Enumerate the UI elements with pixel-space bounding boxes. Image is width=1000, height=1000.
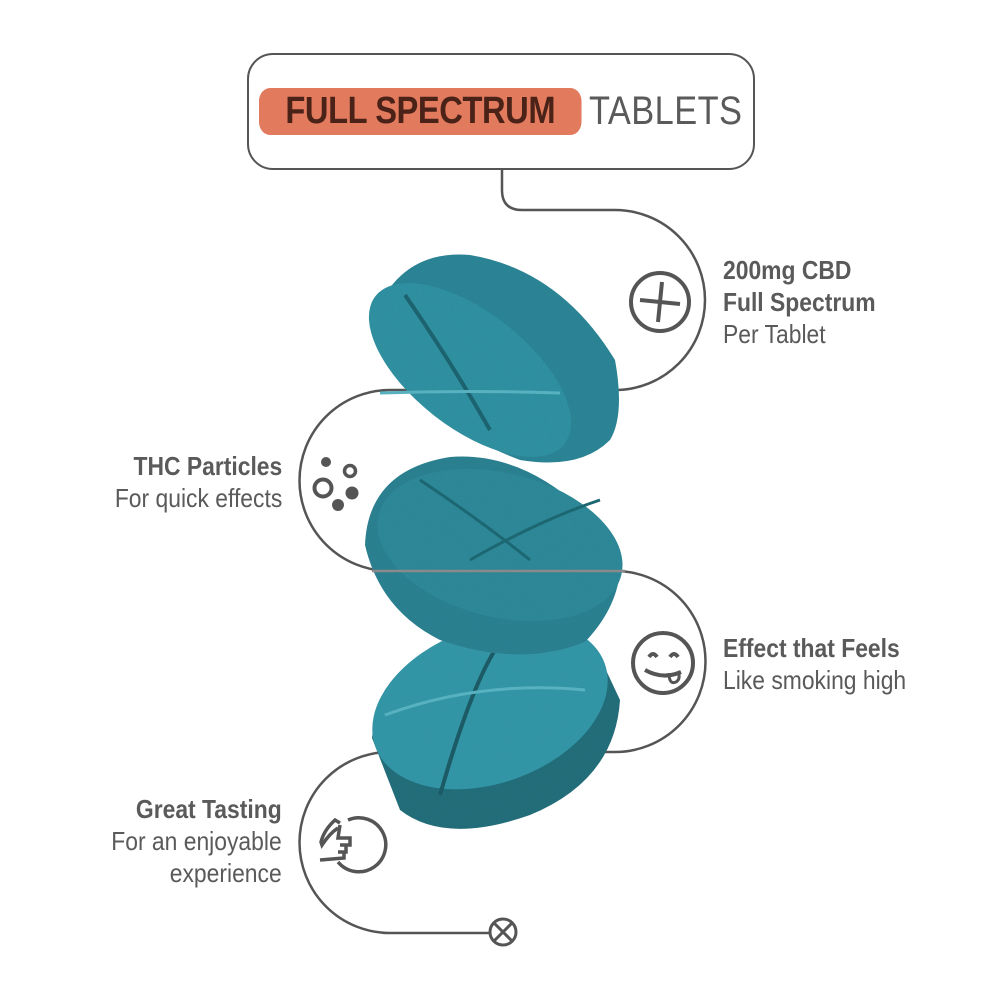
feature-taste-subtitle: For an enjoyable (111, 826, 282, 856)
header-title-box: FULL SPECTRUM TABLETS (247, 53, 755, 170)
particles-icon (312, 457, 359, 511)
feature-taste-subtitle2: experience (170, 858, 282, 888)
feature-effect-subtitle: Like smoking high (723, 665, 907, 695)
feature-taste: Great Tasting For an enjoyable experienc… (112, 793, 282, 889)
feature-thc-title: THC Particles (133, 451, 282, 481)
tablet-top (368, 254, 619, 463)
header-highlight: FULL SPECTRUM (259, 88, 582, 135)
feature-effect: Effect that Feels Like smoking high (723, 632, 906, 696)
feature-thc-subtitle: For quick effects (114, 483, 282, 513)
tablet-bottom (372, 620, 620, 829)
feature-thc: THC Particles For quick effects (115, 450, 282, 514)
tablet-middle (365, 456, 623, 655)
thumbs-up-icon (319, 816, 388, 874)
x-circle-icon (488, 917, 518, 947)
tongue-smiley-icon (631, 631, 695, 695)
feature-cbd-subtitle: Per Tablet (723, 319, 826, 349)
feature-cbd-title2: Full Spectrum (723, 287, 876, 317)
feature-cbd-title: 200mg CBD (723, 255, 852, 285)
header-suffix: TABLETS (589, 89, 743, 133)
feature-taste-title: Great Tasting (136, 794, 282, 824)
feature-cbd: 200mg CBD Full Spectrum Per Tablet (723, 254, 876, 350)
cross-circle-icon (629, 271, 691, 333)
feature-effect-title: Effect that Feels (723, 633, 900, 663)
